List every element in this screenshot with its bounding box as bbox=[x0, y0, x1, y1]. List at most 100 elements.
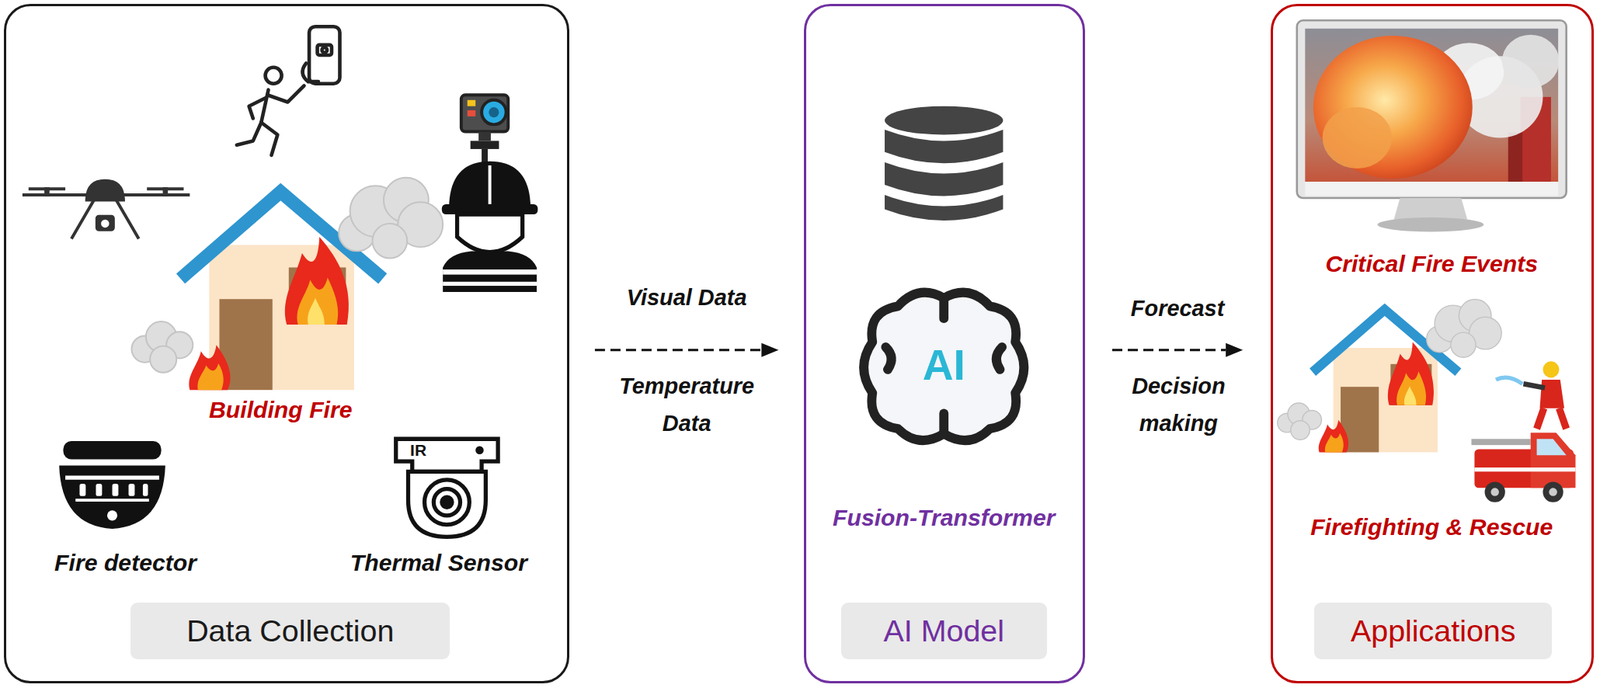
firefighter-camera-icon-part bbox=[481, 100, 507, 126]
monitor-icon-part bbox=[1502, 34, 1560, 88]
firefighter-camera-icon-part bbox=[442, 250, 537, 293]
application-house-part bbox=[1277, 299, 1503, 453]
dashed-arrow bbox=[594, 343, 779, 358]
thermal-sensor-icon-part bbox=[396, 438, 498, 472]
firefighter-camera-icon-part bbox=[467, 110, 477, 117]
fire-detector-icon-part-part bbox=[95, 483, 102, 497]
panel-label: Data Collection bbox=[130, 602, 450, 659]
fire-detector-icon-part bbox=[62, 441, 161, 460]
firefighter-camera-icon-part bbox=[448, 161, 531, 210]
person-phone-icon-part bbox=[309, 26, 340, 84]
annotation-label: Decision making bbox=[1106, 368, 1250, 442]
annotation-label: Temperature Data bbox=[600, 368, 774, 442]
burning-house-part bbox=[307, 298, 325, 325]
burning-house-part bbox=[131, 321, 193, 373]
fire-truck-icon-part bbox=[1542, 481, 1563, 502]
fire-truck-icon-part bbox=[1530, 432, 1576, 488]
annotation-label: Building Fire bbox=[168, 396, 394, 425]
arrow-head bbox=[1225, 343, 1243, 358]
monitor-icon-part bbox=[1304, 181, 1559, 196]
fire-truck-icon-part bbox=[1485, 481, 1506, 502]
dashed-line bbox=[1112, 348, 1226, 352]
database-icon-part bbox=[884, 129, 1003, 164]
firefighter-icon-part bbox=[1495, 377, 1523, 384]
fire-truck-icon-part bbox=[1474, 467, 1576, 472]
panel-box: Data Collection bbox=[3, 3, 570, 684]
monitor-icon-part bbox=[1394, 198, 1468, 220]
firefighter-camera-icon-part bbox=[442, 269, 537, 275]
edge-label: Visual Data bbox=[625, 279, 748, 317]
dashed-arrow bbox=[1112, 343, 1243, 358]
drone-icon bbox=[22, 179, 190, 239]
drone-icon-part bbox=[95, 215, 115, 231]
firefighter-icon-part bbox=[1523, 383, 1545, 388]
fire-truck-icon-part bbox=[1471, 438, 1531, 446]
annotation-label: Critical Fire Events bbox=[1278, 250, 1585, 279]
person-phone-icon-part bbox=[321, 47, 327, 53]
firefighter-icon-part bbox=[1539, 379, 1565, 409]
firefighter-icon bbox=[1495, 361, 1567, 429]
person-phone-icon-part bbox=[265, 67, 282, 84]
burning-house-part-part bbox=[149, 346, 177, 373]
burning-house-part bbox=[188, 344, 230, 390]
person-phone-icon-part bbox=[260, 122, 278, 156]
person-phone-icon-part bbox=[249, 97, 266, 119]
firefighter-icon-part bbox=[1537, 408, 1567, 429]
panel-label: Applications bbox=[1314, 602, 1552, 659]
fire-detector-icon-part bbox=[65, 476, 160, 480]
fire-detector-icon-part-part bbox=[142, 483, 149, 497]
annotation-label: Fire detector bbox=[18, 549, 234, 578]
drone-icon-part bbox=[163, 187, 167, 197]
burning-house-part-part bbox=[372, 223, 408, 259]
person-phone-icon-part bbox=[236, 122, 262, 146]
annotation-label: AI bbox=[897, 339, 990, 391]
brain-icon-part bbox=[863, 292, 1024, 441]
fire-detector-icon bbox=[59, 441, 166, 529]
person-phone-icon-part bbox=[267, 85, 304, 102]
monitor-icon-part bbox=[1297, 20, 1567, 199]
fire-truck-icon-part bbox=[1537, 438, 1567, 456]
fire-detector-icon-part-part bbox=[107, 510, 118, 521]
brain-icon-part bbox=[939, 298, 949, 319]
arrow-head bbox=[761, 343, 779, 358]
firefighter-camera-icon-part bbox=[467, 100, 477, 107]
panel-label: AI Model bbox=[841, 602, 1047, 659]
burning-house bbox=[131, 177, 443, 390]
fire-detector-icon-part-part bbox=[128, 483, 136, 497]
panel-box: Applications bbox=[1270, 3, 1594, 684]
firefighter-camera-icon-part bbox=[442, 281, 537, 286]
thermal-sensor-icon-part bbox=[441, 497, 453, 508]
monitor-icon bbox=[1297, 20, 1567, 232]
database-icon-part bbox=[884, 162, 1003, 196]
annotation-label: IR bbox=[397, 440, 439, 460]
person-phone-icon-part bbox=[302, 63, 318, 83]
fire-detector-icon-part bbox=[79, 483, 148, 521]
fire-detector-icon-part-part bbox=[79, 483, 86, 497]
fire-detector-icon-part-part bbox=[112, 483, 119, 497]
thermal-sensor-icon-part bbox=[424, 480, 470, 526]
brain-icon-part bbox=[996, 347, 1002, 370]
firefighter-camera-icon-part bbox=[461, 94, 508, 132]
drone-icon-part bbox=[100, 219, 110, 229]
brain-icon bbox=[863, 292, 1024, 441]
database-icon-part bbox=[884, 106, 1003, 136]
database-icon-part bbox=[884, 194, 1003, 221]
burning-house-part bbox=[197, 363, 223, 390]
annotation-label: Fusion-Transformer bbox=[810, 504, 1078, 533]
monitor-icon-part bbox=[1508, 132, 1523, 182]
firefighter-camera-icon-part bbox=[481, 149, 488, 164]
fire-detector-icon-part bbox=[59, 465, 166, 529]
drone-icon-part bbox=[85, 179, 125, 202]
burning-house-part bbox=[285, 236, 349, 325]
burning-house-part bbox=[297, 278, 339, 325]
dashed-line bbox=[594, 348, 762, 352]
firefighter-camera-icon-part bbox=[470, 140, 500, 150]
firefighter-camera-icon-part bbox=[457, 214, 523, 253]
edge-label: Forecast bbox=[1106, 290, 1249, 328]
thermal-sensor-icon-part bbox=[408, 471, 487, 537]
firefighter-camera-icon-part bbox=[488, 107, 499, 118]
person-phone-icon bbox=[236, 26, 341, 156]
monitor-icon-part bbox=[1377, 217, 1485, 232]
